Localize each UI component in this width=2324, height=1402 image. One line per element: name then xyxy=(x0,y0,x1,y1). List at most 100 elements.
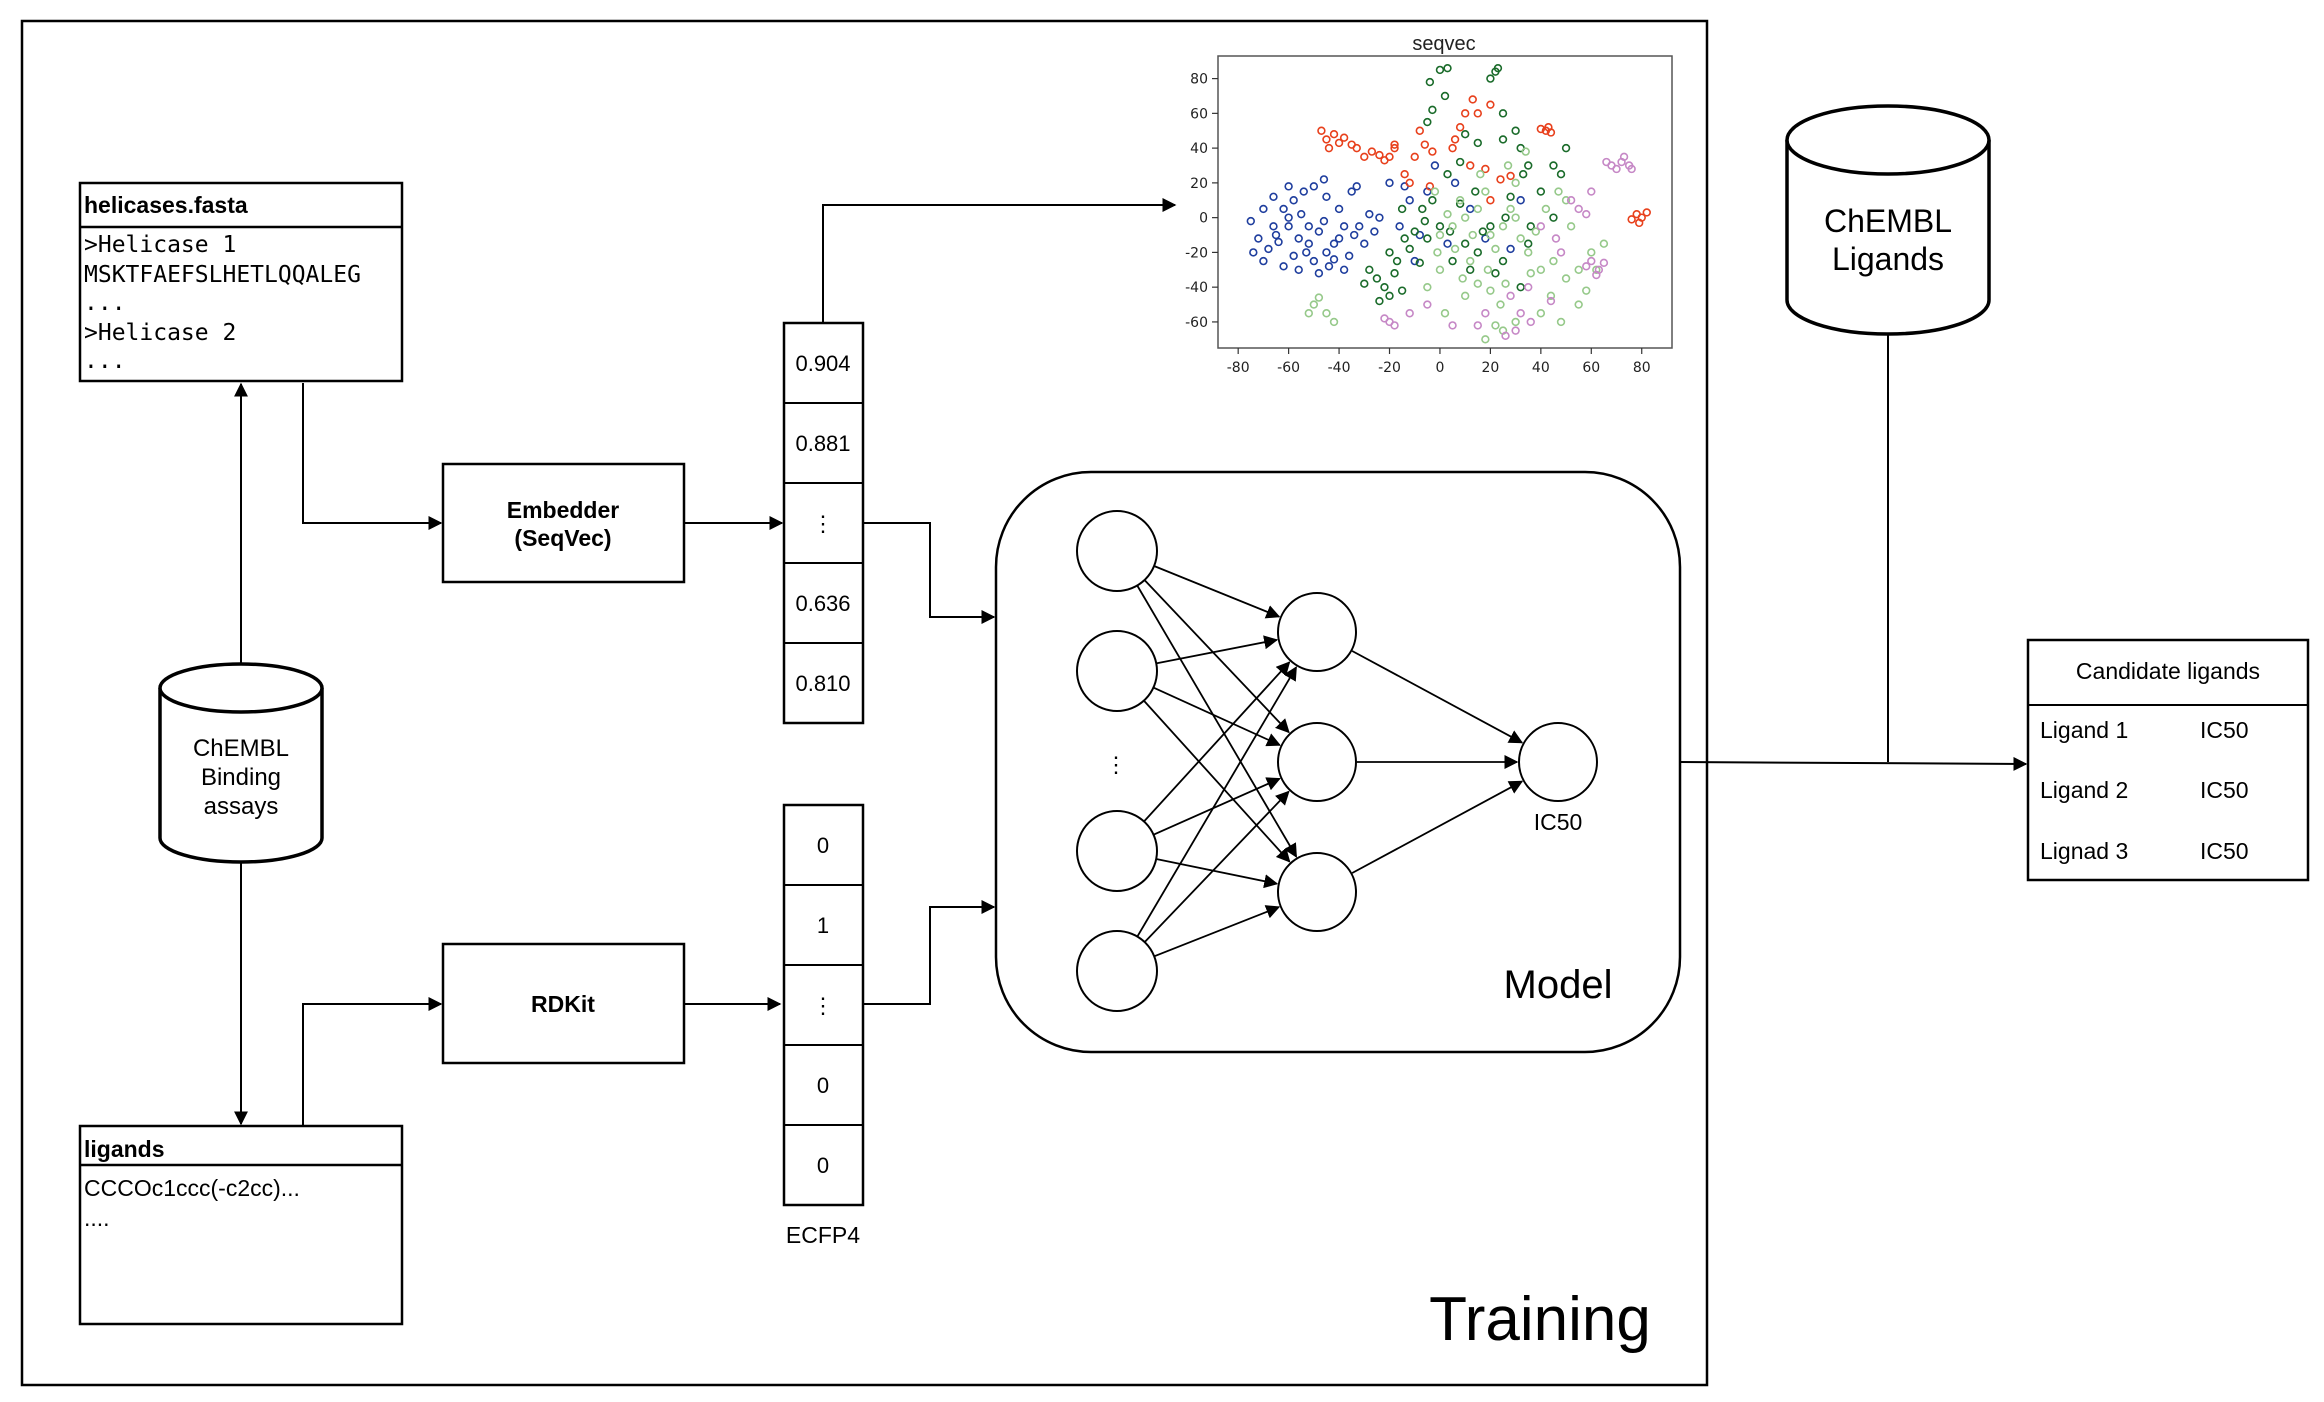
scatter-point xyxy=(1294,265,1303,274)
scatter-point xyxy=(1284,213,1293,222)
scatter-point xyxy=(1546,296,1556,306)
scatter-point xyxy=(1344,251,1354,261)
scatter-point xyxy=(1284,182,1293,191)
db-ligands-label: ChEMBL xyxy=(1824,203,1952,239)
scatter-point xyxy=(1289,251,1298,261)
scatter-point xyxy=(1460,130,1470,139)
y-tick-label: -20 xyxy=(1185,245,1208,261)
scatter-point xyxy=(1440,309,1450,318)
scatter-point xyxy=(1322,309,1331,318)
scatter-point xyxy=(1551,234,1561,243)
scatter-point xyxy=(1314,227,1324,236)
scatter-point xyxy=(1299,187,1308,196)
chembl-ligands-database: ChEMBL Ligands xyxy=(1785,104,1991,336)
scatter-point xyxy=(1397,204,1407,214)
scatter-point xyxy=(1448,321,1457,330)
scatter-point xyxy=(1435,230,1445,240)
scatter-point xyxy=(1448,143,1457,153)
nn-edge xyxy=(1351,650,1524,744)
scatter-point xyxy=(1524,161,1533,170)
scatter-point xyxy=(1385,178,1394,188)
scatter-point xyxy=(1334,138,1344,148)
scatter-point xyxy=(1322,248,1331,257)
scatter-point xyxy=(1511,178,1520,188)
y-tick-label: -40 xyxy=(1185,280,1208,296)
scatter-point xyxy=(1309,256,1319,266)
nn-edge xyxy=(1143,661,1291,823)
fasta-line: ... xyxy=(84,290,126,316)
scatter-point xyxy=(1486,100,1495,109)
nn-edge xyxy=(1153,686,1281,747)
scatter-point xyxy=(1448,222,1457,231)
hidden-neuron xyxy=(1277,592,1357,672)
embedding-cell: 0.636 xyxy=(795,591,850,616)
fasta-line: MSKTFAEFSLHETLQQALEG xyxy=(84,262,361,288)
scatter-point xyxy=(1481,164,1490,174)
scatter-point xyxy=(1302,248,1311,257)
scatter-point xyxy=(1448,256,1457,266)
scatter-point xyxy=(1496,175,1505,184)
scatter-point xyxy=(1428,196,1437,205)
scatter-point xyxy=(1450,244,1460,254)
scatter-point xyxy=(1322,135,1331,144)
scatter-point xyxy=(1425,182,1435,191)
nn-edge xyxy=(1136,666,1297,938)
scatter-point xyxy=(1506,204,1515,214)
scatter-point xyxy=(1385,248,1394,257)
scatter-point xyxy=(1566,196,1576,205)
nn-edge xyxy=(1143,579,1290,734)
embedding-cell: 0.881 xyxy=(795,431,850,456)
nn-edge xyxy=(1153,565,1281,619)
scatter-point xyxy=(1536,124,1546,134)
scatter-point xyxy=(1481,335,1490,344)
scatter-point xyxy=(1506,171,1515,181)
ecfp-label: ECFP4 xyxy=(786,1222,860,1248)
scatter-point xyxy=(1430,161,1440,170)
db-binding-label: ChEMBL xyxy=(193,735,289,762)
scatter-point xyxy=(1582,286,1591,295)
scatter-point xyxy=(1478,227,1488,236)
plot-title: seqvec xyxy=(1412,33,1475,55)
embedding-cell: ⋮ xyxy=(812,511,834,536)
scatter-point xyxy=(1289,196,1298,205)
scatter-point xyxy=(1460,109,1470,118)
scatter-point xyxy=(1254,234,1263,243)
scatter-point xyxy=(1269,222,1278,231)
scatter-point xyxy=(1349,230,1359,240)
scatter-point xyxy=(1511,317,1520,327)
scatter-point xyxy=(1536,309,1546,318)
scatter-point xyxy=(1549,256,1558,266)
scatter-point xyxy=(1561,196,1571,205)
scatter-point xyxy=(1405,309,1414,318)
y-tick-label: 0 xyxy=(1199,211,1208,227)
scatter-point xyxy=(1556,317,1566,327)
scatter-point xyxy=(1592,270,1601,280)
x-tick-label: -20 xyxy=(1378,360,1401,376)
x-tick-label: 80 xyxy=(1633,360,1651,376)
scatter-point xyxy=(1518,169,1528,179)
scatter-point xyxy=(1498,135,1508,144)
scatter-point xyxy=(1397,286,1407,295)
scatter-point xyxy=(1405,244,1414,254)
db-binding-label: assays xyxy=(204,793,279,820)
scatter-point xyxy=(1642,208,1651,217)
scatter-point xyxy=(1546,128,1556,137)
scatter-point xyxy=(1385,291,1394,301)
scatter-point xyxy=(1524,239,1533,248)
scatter-point xyxy=(1501,213,1510,222)
scatter-point xyxy=(1521,147,1530,156)
scatter-point xyxy=(1309,182,1319,191)
training-frame xyxy=(20,19,1709,1387)
scatter-point xyxy=(1566,222,1576,231)
ecfp-cell: 1 xyxy=(817,913,829,938)
x-tick-label: 20 xyxy=(1481,360,1499,376)
scatter-point xyxy=(1498,256,1508,266)
scatter-point xyxy=(1481,309,1490,318)
scatter-point xyxy=(1324,262,1334,271)
db-binding-label: Binding xyxy=(201,764,281,791)
scatter-point xyxy=(1319,175,1329,184)
input-neuron xyxy=(1076,510,1158,592)
scatter-point xyxy=(1486,230,1495,240)
scatter-point xyxy=(1367,147,1377,156)
scatter-point xyxy=(1460,239,1470,248)
